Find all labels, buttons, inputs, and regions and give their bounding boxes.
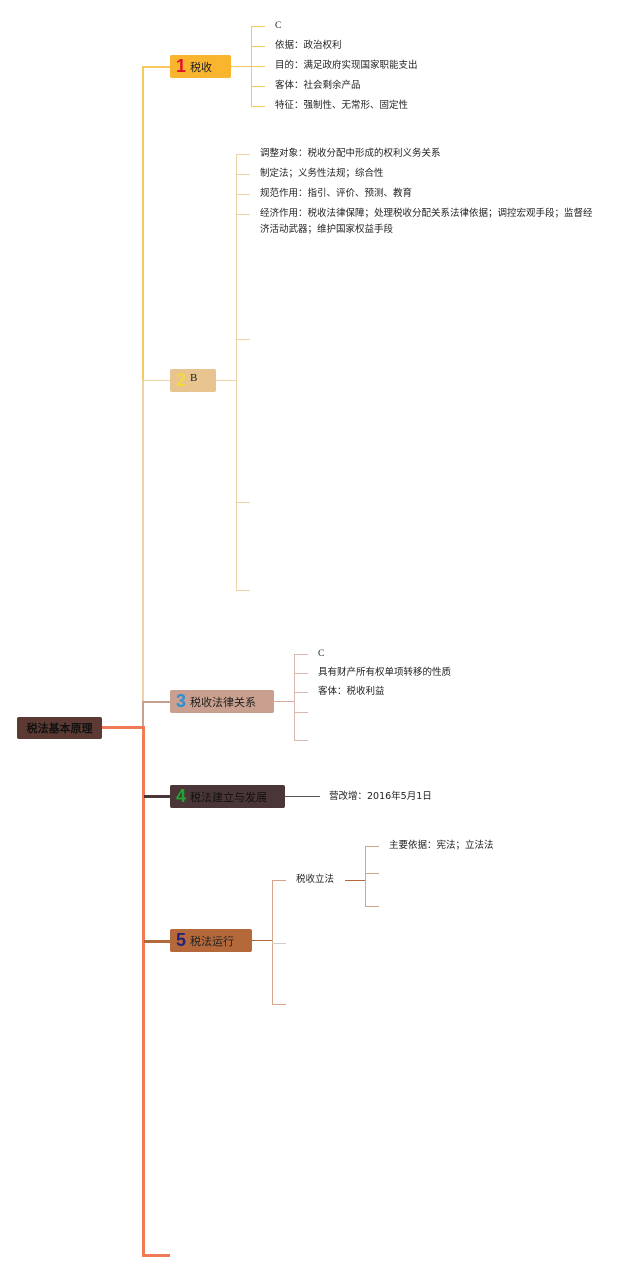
b5a-vert	[365, 846, 366, 907]
connector-4	[144, 795, 170, 798]
b5a-tick	[365, 846, 379, 847]
branch-node-5[interactable]: 5 税法运行	[170, 929, 252, 952]
spine-orange	[142, 727, 145, 1256]
leaf-1-2[interactable]: 依据：政治权利	[275, 40, 342, 51]
leaf-1-1[interactable]: C	[275, 21, 282, 31]
spine-branch-1	[142, 66, 144, 380]
connector-1	[142, 66, 170, 68]
branch-label-2: B	[190, 371, 198, 384]
b5-vert	[272, 880, 273, 1005]
leaf-2-4[interactable]: 经济作用：税收法律保障；处理税收分配关系法律依据；调控宏观手段；监督经济活动武器…	[260, 208, 593, 235]
b1-tick	[251, 46, 265, 47]
b1-tick	[251, 26, 265, 27]
b3-tick	[294, 654, 308, 655]
leaf-3-1[interactable]: C	[318, 649, 325, 659]
b1-out	[231, 66, 251, 67]
branch-node-3[interactable]: 3 税收法律关系	[170, 690, 274, 713]
bottom-stub	[142, 1254, 170, 1257]
b2-tick	[236, 502, 250, 503]
b2-vert	[236, 154, 237, 591]
b5-tick	[272, 880, 286, 881]
connector-3	[142, 701, 170, 703]
spine-branch-2	[142, 380, 144, 702]
b3-tick	[294, 692, 308, 693]
branch-node-1[interactable]: 1 税收	[170, 55, 231, 78]
b5-tick	[272, 1004, 286, 1005]
b2-tick	[236, 174, 250, 175]
b5-tick	[272, 943, 286, 944]
branch-label-4: 税法建立与发展	[190, 790, 268, 804]
branch-node-4[interactable]: 4 税法建立与发展	[170, 785, 285, 808]
branch-label-1: 税收	[190, 60, 213, 74]
b3-tick	[294, 673, 308, 674]
b3-vert	[294, 654, 295, 741]
root-connector	[102, 726, 145, 729]
leaf-2-3[interactable]: 规范作用：指引、评价、预测、教育	[260, 188, 413, 199]
b5a-out	[345, 880, 365, 881]
leaf-5-1-1[interactable]: 主要依据：宪法；立法法	[389, 840, 494, 851]
branch-number-5: 5	[176, 930, 187, 950]
branch-number-2: 2	[176, 370, 187, 390]
b2-tick	[236, 194, 250, 195]
leaf-1-3[interactable]: 目的：满足政府实现国家职能支出	[275, 60, 418, 71]
b2-tick	[236, 339, 250, 340]
b3-tick	[294, 740, 308, 741]
b2-out	[216, 380, 236, 381]
b5-out	[252, 940, 272, 941]
leaf-2-1[interactable]: 调整对象：税收分配中形成的权利义务关系	[260, 148, 441, 159]
b4-out	[285, 796, 320, 797]
leaf-3-2[interactable]: 具有财产所有权单项转移的性质	[318, 667, 452, 678]
leaf-1-4[interactable]: 客体：社会剩余产品	[275, 80, 361, 91]
leaf-3-3[interactable]: 客体：税收利益	[318, 686, 385, 697]
subnode-5-1[interactable]: 税收立法	[296, 874, 335, 885]
b2-tick	[236, 590, 250, 591]
root-node[interactable]: 税法基本原理	[17, 717, 102, 739]
connector-5	[144, 940, 170, 943]
branch-label-3: 税收法律关系	[190, 695, 257, 709]
b1-tick	[251, 106, 265, 107]
b3-out	[274, 701, 294, 702]
leaf-4-1[interactable]: 营改增：2016年5月1日	[329, 791, 432, 802]
spine-branch-3	[142, 701, 144, 727]
leaf-1-5[interactable]: 特征：强制性、无常形、固定性	[275, 100, 409, 111]
b5a-tick	[365, 873, 379, 874]
branch-label-5: 税法运行	[190, 934, 235, 948]
b2-tick	[236, 154, 250, 155]
b1-tick	[251, 86, 265, 87]
branch-number-4: 4	[176, 786, 187, 806]
b3-tick	[294, 712, 308, 713]
b5a-tick	[365, 906, 379, 907]
branch-number-3: 3	[176, 691, 187, 711]
b2-tick	[236, 214, 250, 215]
connector-2	[142, 380, 170, 381]
branch-number-1: 1	[176, 56, 187, 76]
b1-tick	[251, 66, 265, 67]
branch-node-2[interactable]: 2 B	[170, 369, 216, 392]
leaf-2-2[interactable]: 制定法；义务性法规；综合性	[260, 168, 384, 179]
